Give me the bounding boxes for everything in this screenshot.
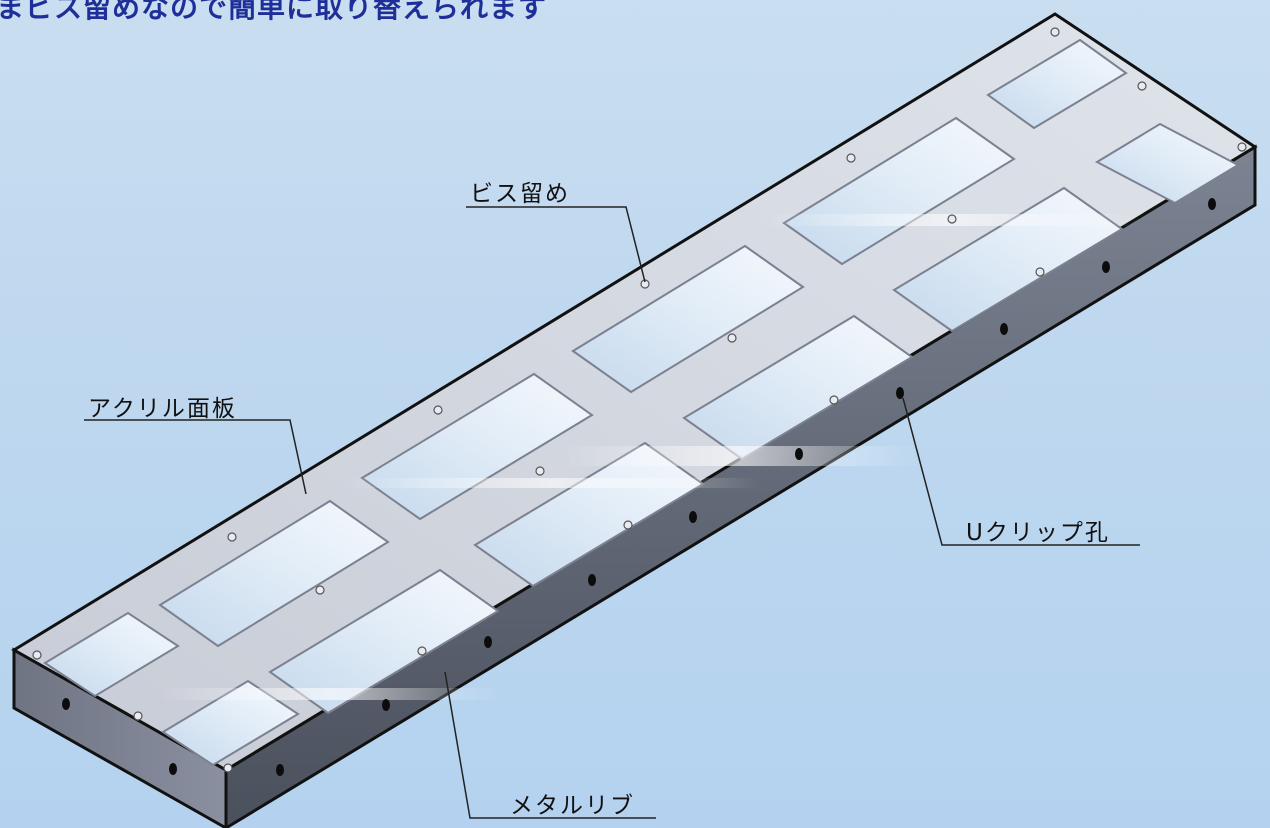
leader-lines [84, 206, 1140, 819]
label-uclip: Uクリップ孔 [966, 520, 1110, 546]
label-acrylic: アクリル面板 [88, 396, 237, 422]
label-metal-rib: メタルリブ [510, 793, 635, 819]
screw-heads [32, 27, 1247, 773]
headline-text: まビス留めなので簡単に取り替えられます [0, 0, 548, 24]
label-screw: ビス留め [470, 181, 570, 207]
u-clip-holes [62, 198, 1216, 776]
